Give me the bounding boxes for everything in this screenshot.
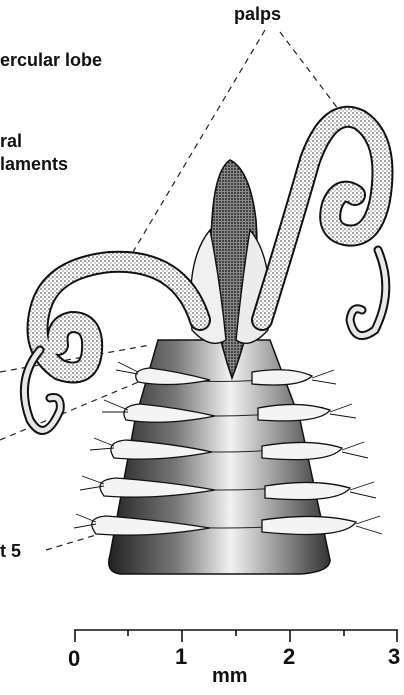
label-opercular-lobe: ercular lobe — [0, 50, 102, 70]
scale-bar — [74, 630, 398, 642]
label-branchial-line1: ral — [0, 131, 22, 151]
label-branchial-line2: laments — [0, 154, 68, 174]
scale-label-0: 0 — [68, 648, 80, 670]
label-segment: t 5 — [0, 541, 21, 561]
scale-unit: mm — [212, 666, 248, 686]
scale-label-1: 1 — [175, 646, 187, 668]
scale-label-3: 3 — [388, 646, 400, 668]
leader-palp-right — [280, 32, 345, 118]
palp-right-fill — [262, 117, 383, 320]
scale-label-2: 2 — [283, 646, 295, 668]
label-palps: palps — [234, 4, 281, 24]
